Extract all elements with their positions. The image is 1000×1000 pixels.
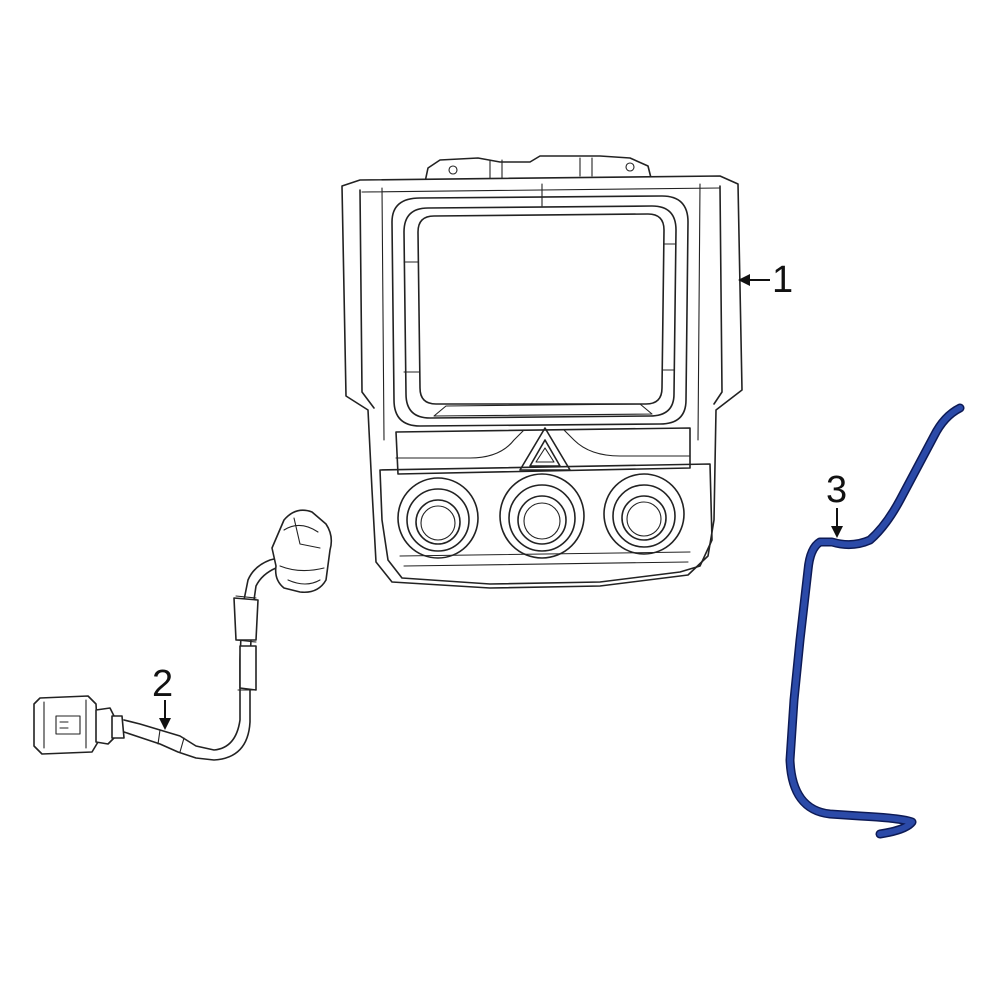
part-3-cable [785,403,965,839]
part-3-cable-outline [785,403,965,839]
callout-2-label: 2 [152,663,173,705]
part-1-radio-bezel [341,155,743,589]
callout-1-label: 1 [772,259,793,301]
callout-3: 3 [826,469,847,538]
part-3-cable-fill [787,405,963,837]
callout-2: 2 [152,663,173,730]
part-2-wire-harness [33,509,333,761]
callout-1: 1 [738,259,793,301]
callout-3-label: 3 [826,469,847,511]
